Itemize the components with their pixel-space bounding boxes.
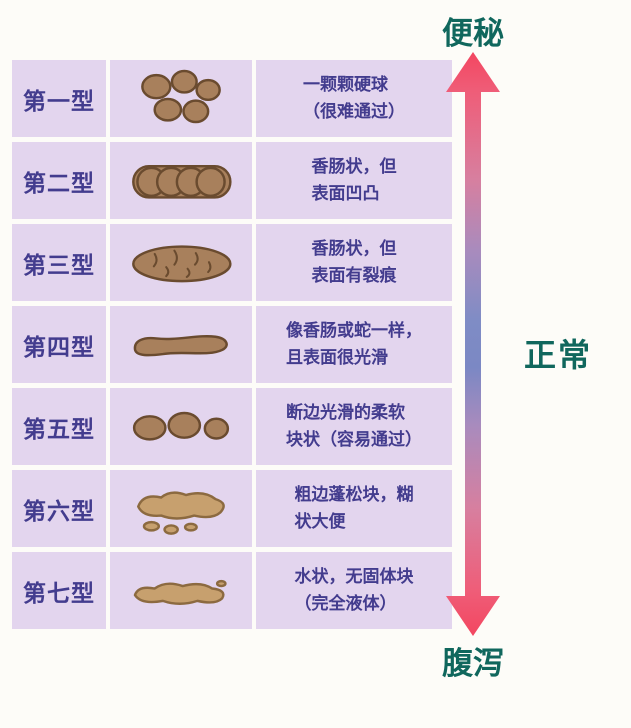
table-row: 第四型 像香肠或蛇一样， 且表面很光滑 [12, 306, 452, 383]
constipation-label: 便秘 [442, 16, 504, 52]
type-description: 像香肠或蛇一样， 且表面很光滑 [256, 306, 452, 383]
type-label: 第二型 [12, 142, 106, 219]
type-label: 第三型 [12, 224, 106, 301]
table-row: 第五型 断边光滑的柔软 块状（容易通过） [12, 388, 452, 465]
stool-type-5-illustration [110, 388, 252, 465]
table-row: 第一型 一颗颗硬球 （很难通过） [12, 60, 452, 137]
type-label: 第七型 [12, 552, 106, 629]
type-label: 第四型 [12, 306, 106, 383]
type-description: 一颗颗硬球 （很难通过） [256, 60, 452, 137]
type-description: 香肠状，但 表面凹凸 [256, 142, 452, 219]
stool-type-6-illustration [110, 470, 252, 547]
type-label: 第五型 [12, 388, 106, 465]
stool-type-3-illustration [110, 224, 252, 301]
stool-type-table: 第一型 一颗颗硬球 （很难通过） 第二型 [12, 60, 452, 629]
type-label: 第一型 [12, 60, 106, 137]
table-row: 第三型 香肠状，但 表面有裂痕 [12, 224, 452, 301]
type-description: 断边光滑的柔软 块状（容易通过） [256, 388, 452, 465]
table-row: 第六型 粗边蓬松块，糊 状大便 [12, 470, 452, 547]
severity-arrow [443, 50, 503, 638]
stool-type-7-illustration [110, 552, 252, 629]
normal-label: 正常 [524, 336, 593, 374]
type-description: 粗边蓬松块，糊 状大便 [256, 470, 452, 547]
type-label: 第六型 [12, 470, 106, 547]
stool-type-1-illustration [110, 60, 252, 137]
type-description: 水状，无固体块 （完全液体） [256, 552, 452, 629]
type-description: 香肠状，但 表面有裂痕 [256, 224, 452, 301]
stool-type-2-illustration [110, 142, 252, 219]
table-row: 第七型 水状，无固体块 （完全液体） [12, 552, 452, 629]
table-row: 第二型 香肠状，但 表面凹凸 [12, 142, 452, 219]
diarrhea-label: 腹泻 [442, 646, 504, 682]
stool-type-4-illustration [110, 306, 252, 383]
